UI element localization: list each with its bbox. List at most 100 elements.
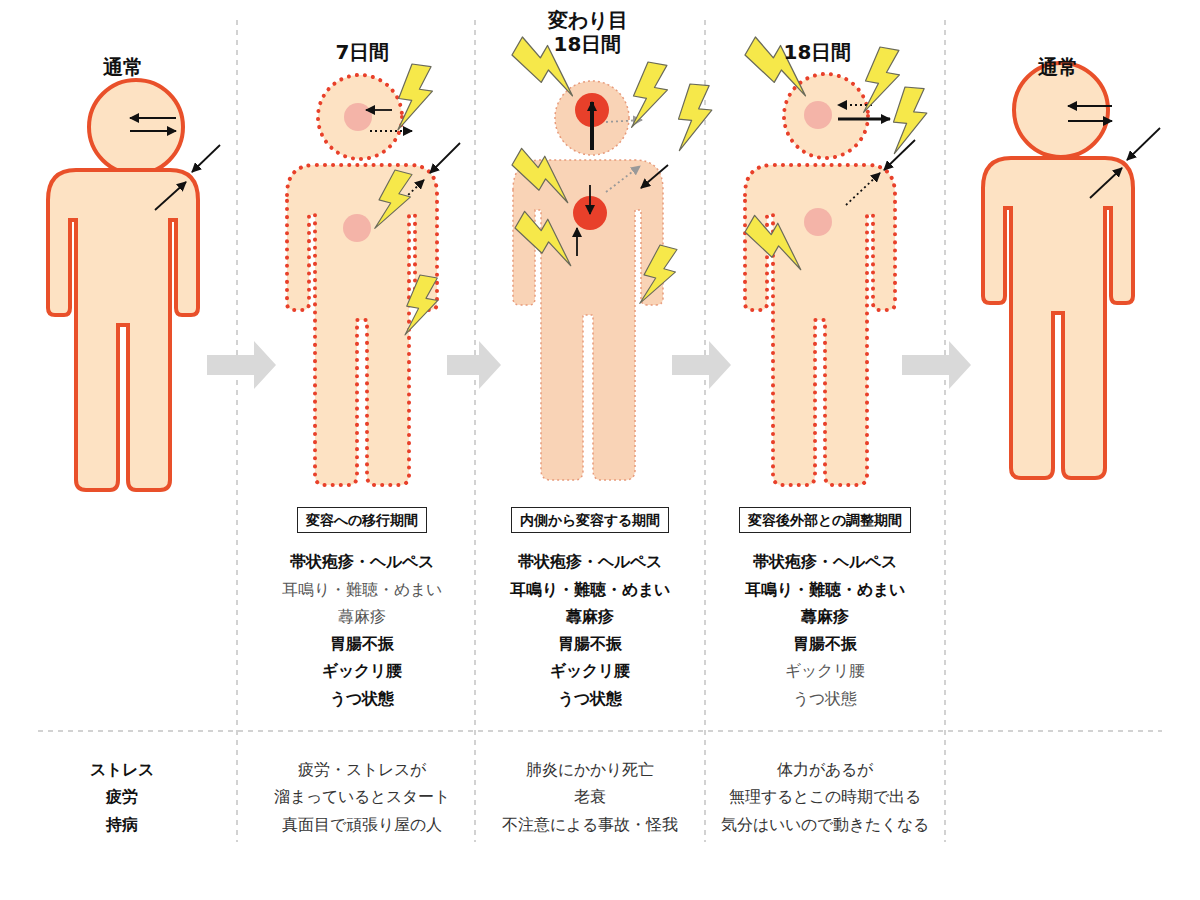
period-label-box: 変容後外部との調整期間: [739, 507, 911, 533]
lightning-bolt: [394, 63, 435, 134]
figure-drawing: [280, 40, 445, 495]
flow-arrow-small: [1068, 105, 1112, 107]
note-text: 気分はいいので動きたくなる: [721, 815, 929, 835]
symptom-text: 耳鳴り・難聴・めまい: [745, 580, 905, 600]
flow-arrow-small: [130, 130, 176, 132]
flow-arrow-small: [366, 109, 392, 111]
lightning-bolt: [628, 61, 672, 133]
pain-spot: [343, 214, 371, 242]
flow-arrow-small: [838, 118, 890, 121]
lightning-bolt: [511, 207, 585, 269]
head-outline: [89, 80, 183, 174]
flow-arrow-small: [1068, 120, 1112, 122]
period-label: 変容への移行期間: [306, 512, 418, 528]
flow-arrow-small: [370, 130, 412, 132]
flow-arrow-small: [1090, 168, 1122, 198]
human-figure: 18日間: [735, 40, 900, 495]
pain-spot: [344, 103, 372, 131]
column-dividers: [944, 20, 946, 842]
flow-arrow-small: [130, 117, 176, 119]
symptom-text: ギックリ腰: [322, 661, 402, 681]
period-label-box: 内側から変容する期間: [511, 507, 669, 533]
lightning-bolt: [637, 243, 682, 310]
column-dividers: [474, 20, 476, 842]
flow-arrow-small: [606, 166, 640, 192]
pain-spot: [804, 208, 832, 236]
flow-arrow: [207, 341, 276, 389]
row-heading: 疲労: [106, 787, 138, 807]
column-dividers: [38, 20, 1162, 842]
flow-arrow-small: [641, 165, 668, 188]
symptom-text: うつ状態: [330, 689, 394, 709]
flow-arrow: [672, 341, 731, 389]
symptom-text: 蕁麻疹: [566, 607, 614, 627]
human-figure: 7日間: [280, 40, 445, 495]
symptom-text: ギックリ腰: [550, 661, 630, 681]
lightning-bolt: [372, 168, 417, 235]
symptom-text: 耳鳴り・難聴・めまい: [510, 580, 670, 600]
body-outline: [745, 165, 895, 485]
note-text: 体力があるが: [777, 760, 873, 780]
symptom-text: 蕁麻疹: [338, 607, 386, 627]
period-heading: 18日間: [778, 40, 858, 64]
note-text: 老衰: [574, 787, 606, 807]
body-outline: [983, 158, 1133, 478]
pain-spot: [804, 101, 832, 129]
head-outline: [318, 75, 402, 159]
lightning-bolt: [402, 274, 442, 340]
period-label: 変容後外部との調整期間: [748, 512, 902, 528]
period-label: 内側から変容する期間: [520, 512, 660, 528]
symptom-text: 胃腸不振: [558, 634, 622, 654]
note-text: 無理するとこの時期で出る: [729, 787, 921, 807]
flow-arrow-small: [155, 182, 186, 210]
flow-arrow-small: [590, 102, 594, 150]
flow-arrow-small: [576, 228, 578, 256]
lightning-bolt: [741, 211, 815, 273]
body-outline: [48, 170, 198, 490]
note-text: 溜まっているとスタート: [274, 787, 450, 807]
period-heading: 通常: [1018, 55, 1098, 79]
symptom-text: ギックリ腰: [785, 661, 865, 681]
flow-arrow-small: [589, 185, 591, 214]
symptom-text: 耳鳴り・難聴・めまい: [282, 580, 442, 600]
symptom-text: うつ状態: [793, 689, 857, 709]
period-heading: 7日間: [323, 40, 403, 64]
flow-arrow-small: [430, 143, 460, 173]
figure-drawing: [40, 55, 205, 495]
body-outline: [513, 160, 663, 480]
human-figure: 変わり目 18日間: [505, 8, 670, 495]
flow-arrow: [447, 341, 501, 389]
flow-arrow-small: [192, 145, 220, 172]
column-dividers: [236, 20, 238, 842]
head-outline: [555, 81, 629, 155]
human-figure: 通常: [975, 55, 1140, 495]
flow-arrow-small: [1127, 128, 1160, 160]
lightning-bolt: [508, 144, 582, 206]
figure-drawing: [505, 8, 670, 495]
lightning-bolt: [891, 86, 929, 156]
symptom-text: 帯状疱疹・ヘルペス: [753, 552, 897, 572]
note-text: 疲労・ストレスが: [298, 760, 426, 780]
symptom-text: 胃腸不振: [330, 634, 394, 654]
column-dividers: [704, 20, 706, 842]
row-heading: 持病: [106, 815, 138, 835]
note-text: 不注意による事故・怪我: [502, 815, 678, 835]
note-text: 真面目で頑張り屋の人: [282, 815, 442, 835]
period-heading: 変わり目 18日間: [538, 8, 638, 56]
lightning-bolt: [676, 83, 714, 153]
figure-drawing: [975, 55, 1140, 495]
flow-arrow: [902, 341, 971, 389]
human-figure: 通常: [40, 55, 205, 495]
symptom-text: 胃腸不振: [793, 634, 857, 654]
symptom-text: 帯状疱疹・ヘルペス: [290, 552, 434, 572]
symptom-text: 帯状疱疹・ヘルペス: [518, 552, 662, 572]
symptom-text: うつ状態: [558, 689, 622, 709]
flow-arrow-small: [846, 173, 880, 205]
period-label-box: 変容への移行期間: [297, 507, 427, 533]
column-dividers: [38, 730, 1162, 732]
row-heading: ストレス: [90, 760, 154, 780]
note-text: 肺炎にかかり死亡: [526, 760, 654, 780]
symptom-text: 蕁麻疹: [801, 607, 849, 627]
figure-drawing: [735, 40, 900, 495]
